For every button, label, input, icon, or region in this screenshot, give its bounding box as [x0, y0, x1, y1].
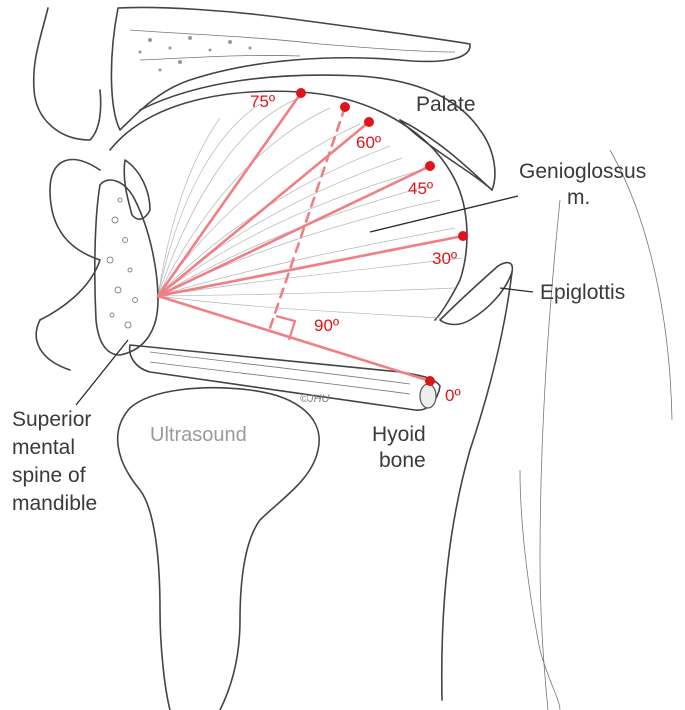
- genioglossus-fibers: [157, 97, 463, 319]
- lower-lip: [39, 158, 101, 321]
- ultrasound-probe: [116, 386, 320, 710]
- marker-30: [458, 231, 468, 241]
- marker-75: [296, 88, 306, 98]
- genioglossus-label: Genioglossus: [519, 160, 646, 183]
- copyright-credit: ©JHU: [300, 393, 330, 405]
- spine-label-line4: mandible: [12, 492, 97, 515]
- pharynx-wall: [440, 271, 513, 701]
- right-angle-marker: [275, 314, 297, 341]
- angle-label-75: 75º: [250, 92, 275, 111]
- marker-60: [364, 117, 374, 127]
- angle-markers: [296, 88, 468, 386]
- ray-0: [156, 294, 432, 383]
- epiglottis-label: Epiglottis: [540, 281, 625, 304]
- hyoid-bone: [128, 344, 441, 411]
- upper-lip: [32, 7, 102, 141]
- ultrasound-label: Ultrasound: [150, 424, 247, 446]
- spine-label-line2: mental: [12, 436, 75, 459]
- ray-75: [156, 91, 303, 298]
- spine-label-line3: spine of: [12, 464, 86, 487]
- angle-label-0: 0º: [445, 386, 461, 405]
- tongue-outline: [109, 90, 468, 321]
- angle-label-60: 60º: [356, 133, 381, 152]
- ray-45: [156, 164, 432, 298]
- genioglossus-leader: [369, 195, 519, 233]
- mandible: [94, 159, 159, 356]
- palate-label: Palate: [416, 93, 476, 116]
- marker-0: [425, 376, 435, 386]
- hyoid-label-bone: bone: [379, 449, 426, 472]
- epiglottis: [439, 261, 514, 326]
- marker-45: [425, 161, 435, 171]
- palate-bone: [110, 6, 471, 131]
- hyoid-label: Hyoid: [372, 423, 426, 446]
- angle-label-30: 30º: [432, 249, 457, 268]
- palate-outline: [139, 74, 496, 191]
- spine-leader: [75, 339, 129, 406]
- angle-label-45: 45º: [408, 179, 433, 198]
- marker-90: [340, 102, 350, 112]
- angle-rays: [156, 91, 465, 383]
- angle-label-90: 90º: [314, 316, 339, 335]
- ray-30: [156, 234, 465, 298]
- epiglottis-leader: [499, 287, 534, 293]
- genioglossus-label-m: m.: [567, 186, 590, 209]
- spine-label-line1: Superior: [12, 408, 91, 431]
- ray-60: [156, 120, 371, 298]
- ray-90-dashed: [268, 105, 347, 330]
